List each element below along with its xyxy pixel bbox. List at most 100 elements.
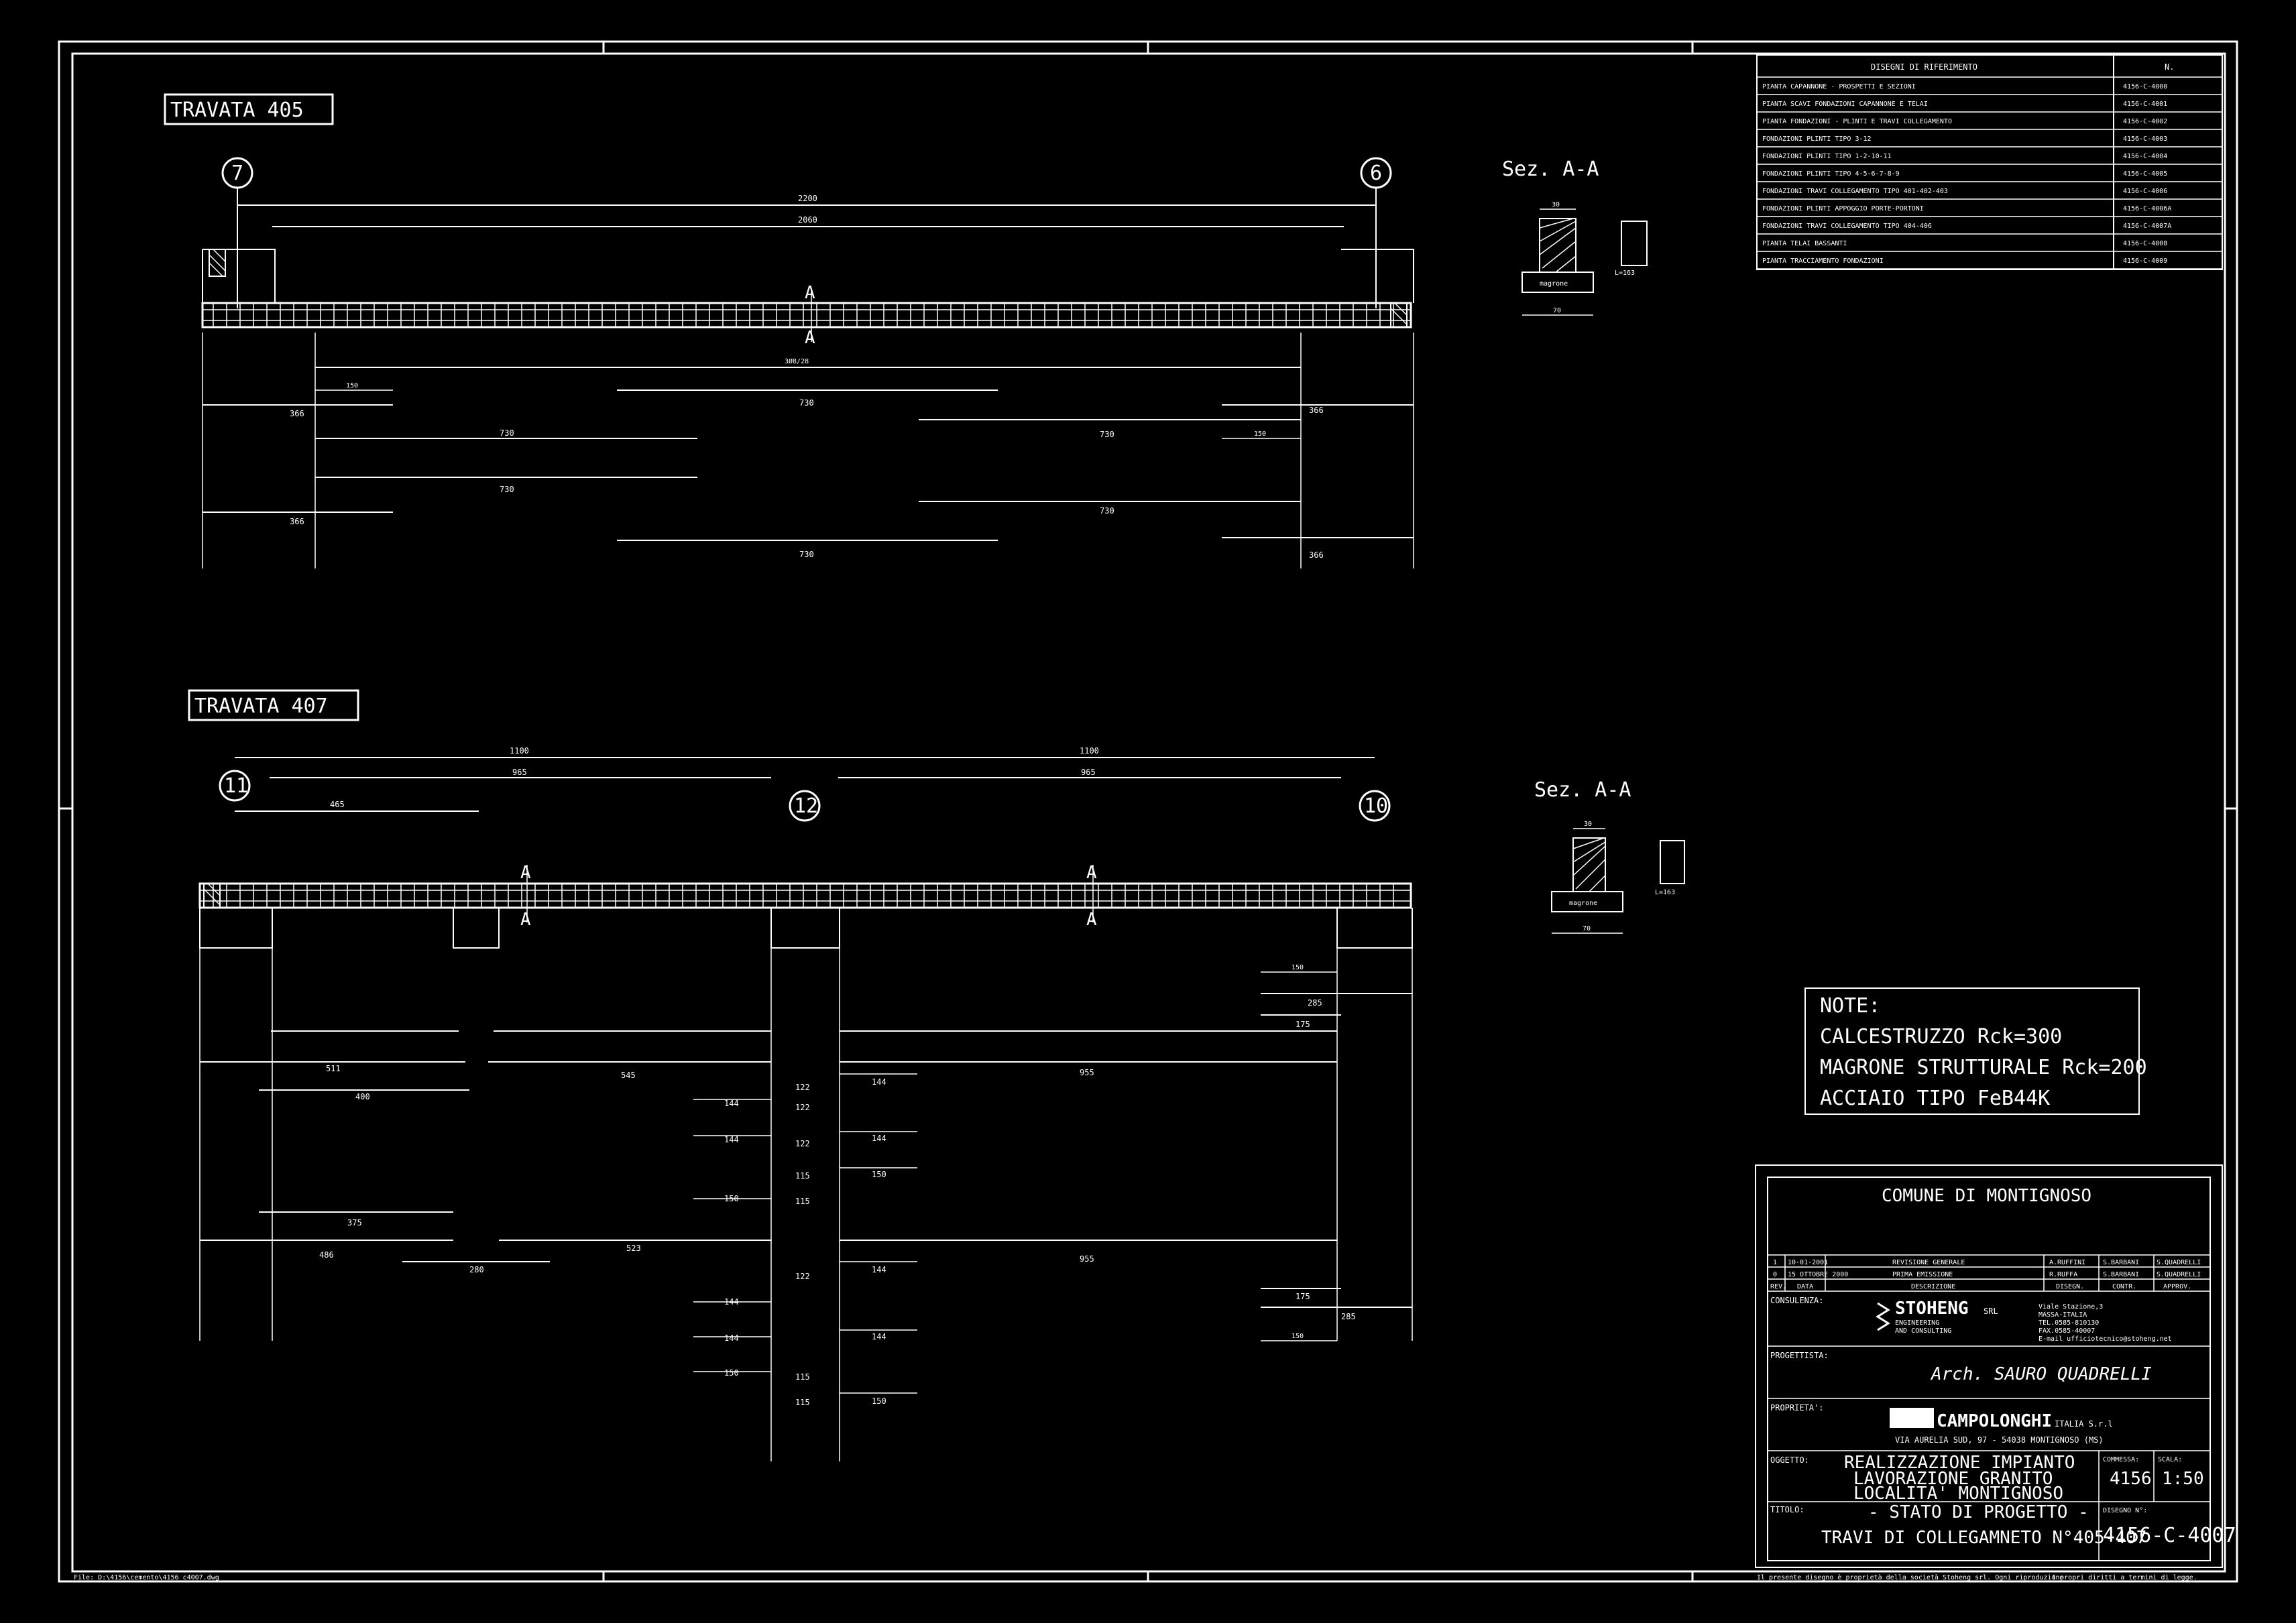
axis-6-label: 6 xyxy=(1370,162,1382,185)
svg-text:SCALA:: SCALA: xyxy=(2158,1456,2182,1463)
sheet-border xyxy=(58,40,2238,1583)
section-2-title: Sez. A-A xyxy=(1534,778,1631,802)
svg-text:150: 150 xyxy=(724,1194,739,1203)
svg-text:144: 144 xyxy=(872,1077,886,1087)
axis-10-label: 10 xyxy=(1364,794,1388,818)
reference-row-description: FONDAZIONI TRAVI COLLEGAMENTO TIPO 401-4… xyxy=(1762,188,1948,195)
svg-text:R.RUFFA: R.RUFFA xyxy=(2049,1271,2077,1278)
reference-row-description: PIANTA CAPANNONE - PROSPETTI E SEZIONI xyxy=(1762,83,1916,91)
svg-text:30: 30 xyxy=(1552,201,1560,208)
svg-text:DISEGN.: DISEGN. xyxy=(2056,1283,2084,1290)
rebar-405-top-label: 3Ø8/28 xyxy=(785,357,809,365)
svg-text:1100: 1100 xyxy=(510,746,529,756)
svg-text:144: 144 xyxy=(724,1333,739,1343)
svg-text:150: 150 xyxy=(1292,964,1304,971)
section-aa-1: Sez. A-A magrone 30 70 L=163 xyxy=(1502,158,1648,316)
reference-table-header: DISEGNI DI RIFERIMENTO xyxy=(1871,62,1977,72)
svg-text:MASSA-ITALIA: MASSA-ITALIA xyxy=(2039,1311,2087,1319)
notes-line-3: ACCIAIO TIPO FeB44K xyxy=(1820,1087,2050,1110)
section-mark-bottom: A xyxy=(805,328,815,348)
svg-text:S.BARBANI: S.BARBANI xyxy=(2103,1271,2139,1278)
drawing-title: TRAVI DI COLLEGAMNETO N°405-407 xyxy=(1821,1528,2146,1548)
reference-row-number: 4156-C-4006A xyxy=(2123,205,2171,213)
svg-text:115: 115 xyxy=(795,1197,810,1206)
svg-text:965: 965 xyxy=(512,768,527,777)
svg-text:LAVORAZIONE GRANITO: LAVORAZIONE GRANITO xyxy=(1853,1469,2053,1489)
svg-text:366: 366 xyxy=(1309,550,1324,560)
svg-text:A: A xyxy=(1086,863,1097,883)
svg-text:PROGETTISTA:: PROGETTISTA: xyxy=(1770,1351,1829,1360)
drawing-number: 4156-C-4007 xyxy=(2103,1524,2236,1547)
file-path: File: D:\4156\cemento\4156_c4007.dwg xyxy=(74,1574,219,1581)
svg-text:366: 366 xyxy=(290,517,304,526)
svg-text:730: 730 xyxy=(799,398,814,408)
reference-row-description: FONDAZIONI PLINTI TIPO 1-2-10-11 xyxy=(1762,153,1892,160)
svg-text:122: 122 xyxy=(795,1139,810,1148)
svg-text:ENGINEERING: ENGINEERING xyxy=(1895,1319,1939,1327)
svg-text:115: 115 xyxy=(795,1171,810,1181)
svg-text:511: 511 xyxy=(326,1064,341,1073)
svg-text:REALIZZAZIONE IMPIANTO: REALIZZAZIONE IMPIANTO xyxy=(1844,1453,2075,1473)
svg-text:APPROV.: APPROV. xyxy=(2163,1283,2191,1290)
svg-text:VIA AURELIA SUD, 97 - 54038 MO: VIA AURELIA SUD, 97 - 54038 MONTIGNOSO (… xyxy=(1895,1435,2104,1445)
svg-text:30: 30 xyxy=(1584,821,1592,828)
svg-text:15 OTTOBRE 2000: 15 OTTOBRE 2000 xyxy=(1788,1271,1848,1278)
reference-table-rows: PIANTA CAPANNONE - PROSPETTI E SEZIONI 41… xyxy=(1757,83,2222,269)
svg-text:545: 545 xyxy=(621,1071,636,1080)
svg-text:S.QUADRELLI: S.QUADRELLI xyxy=(2157,1259,2201,1266)
svg-text:DESCRIZIONE: DESCRIZIONE xyxy=(1911,1283,1955,1290)
owner-logo-mark xyxy=(1890,1408,1934,1428)
svg-text:486: 486 xyxy=(319,1250,334,1260)
svg-text:OGGETTO:: OGGETTO: xyxy=(1770,1455,1809,1465)
svg-text:L=163: L=163 xyxy=(1615,269,1635,277)
svg-text:70: 70 xyxy=(1553,307,1561,314)
axis-11-label: 11 xyxy=(224,774,248,798)
svg-text:REV.: REV. xyxy=(1770,1283,1786,1290)
notes-box: NOTE: CALCESTRUZZO Rck=300 MAGRONE STRUT… xyxy=(1804,987,2147,1115)
svg-text:144: 144 xyxy=(724,1135,739,1144)
svg-text:A: A xyxy=(520,863,531,883)
reference-row-description: PIANTA FONDAZIONI - PLINTI E TRAVI COLLE… xyxy=(1762,118,1952,125)
title-block: COMUNE DI MONTIGNOSO 1 10-01-2001 REVISI… xyxy=(1755,1164,2236,1568)
svg-text:A.RUFFINI: A.RUFFINI xyxy=(2049,1259,2085,1266)
svg-text:Viale Stazione,3: Viale Stazione,3 xyxy=(2039,1303,2103,1311)
svg-text:144: 144 xyxy=(724,1297,739,1307)
reference-row-description: FONDAZIONI PLINTI TIPO 4-5-6-7-8-9 xyxy=(1762,170,1900,178)
reference-row-number: 4156-C-4002 xyxy=(2123,118,2167,125)
dim-2060: 2060 xyxy=(798,215,817,225)
svg-text:L=163: L=163 xyxy=(1655,889,1675,896)
svg-text:366: 366 xyxy=(1309,406,1324,415)
svg-text:AND CONSULTING: AND CONSULTING xyxy=(1895,1327,1951,1335)
beam-405-drawing: TRAVATA 405 7 6 2200 2060 A A 3Ø8/28 xyxy=(164,93,1414,568)
svg-text:285: 285 xyxy=(1308,998,1322,1008)
svg-text:730: 730 xyxy=(1100,430,1114,439)
svg-text:S.QUADRELLI: S.QUADRELLI xyxy=(2157,1271,2201,1278)
reference-row-number: 4156-C-4006 xyxy=(2123,188,2167,195)
svg-text:144: 144 xyxy=(872,1265,886,1274)
svg-text:955: 955 xyxy=(1080,1254,1094,1264)
svg-text:CONSULENZA:: CONSULENZA: xyxy=(1770,1296,1823,1305)
notes-title: NOTE: xyxy=(1820,994,1880,1018)
svg-text:115: 115 xyxy=(795,1398,810,1407)
svg-text:122: 122 xyxy=(795,1103,810,1112)
svg-text:150: 150 xyxy=(872,1396,886,1406)
svg-text:1:50: 1:50 xyxy=(2162,1469,2204,1489)
svg-text:REVISIONE GENERALE: REVISIONE GENERALE xyxy=(1892,1259,1965,1266)
reference-row-description: PIANTA TRACCIAMENTO FONDAZIONI xyxy=(1762,257,1884,265)
svg-text:10-01-2001: 10-01-2001 xyxy=(1788,1259,1828,1266)
progettista-name: Arch. SAURO QUADRELLI xyxy=(1930,1364,2152,1384)
svg-text:1100: 1100 xyxy=(1080,746,1099,756)
dim-2200: 2200 xyxy=(798,194,817,203)
svg-text:150: 150 xyxy=(872,1170,886,1179)
svg-text:122: 122 xyxy=(795,1083,810,1092)
section-1-title: Sez. A-A xyxy=(1502,158,1599,181)
reference-table: DISEGNI DI RIFERIMENTO N. xyxy=(1756,54,2223,270)
svg-text:175: 175 xyxy=(1296,1292,1310,1301)
svg-text:175: 175 xyxy=(1296,1020,1310,1029)
reference-row-number: 4156-C-4000 xyxy=(2123,83,2167,91)
svg-text:DATA: DATA xyxy=(1797,1283,1813,1290)
reference-row-description: PIANTA TELAI BASSANTI xyxy=(1762,240,1847,247)
svg-text:70: 70 xyxy=(1583,925,1591,933)
svg-text:DISEGNO N°:: DISEGNO N°: xyxy=(2103,1507,2147,1514)
svg-text:144: 144 xyxy=(872,1332,886,1341)
